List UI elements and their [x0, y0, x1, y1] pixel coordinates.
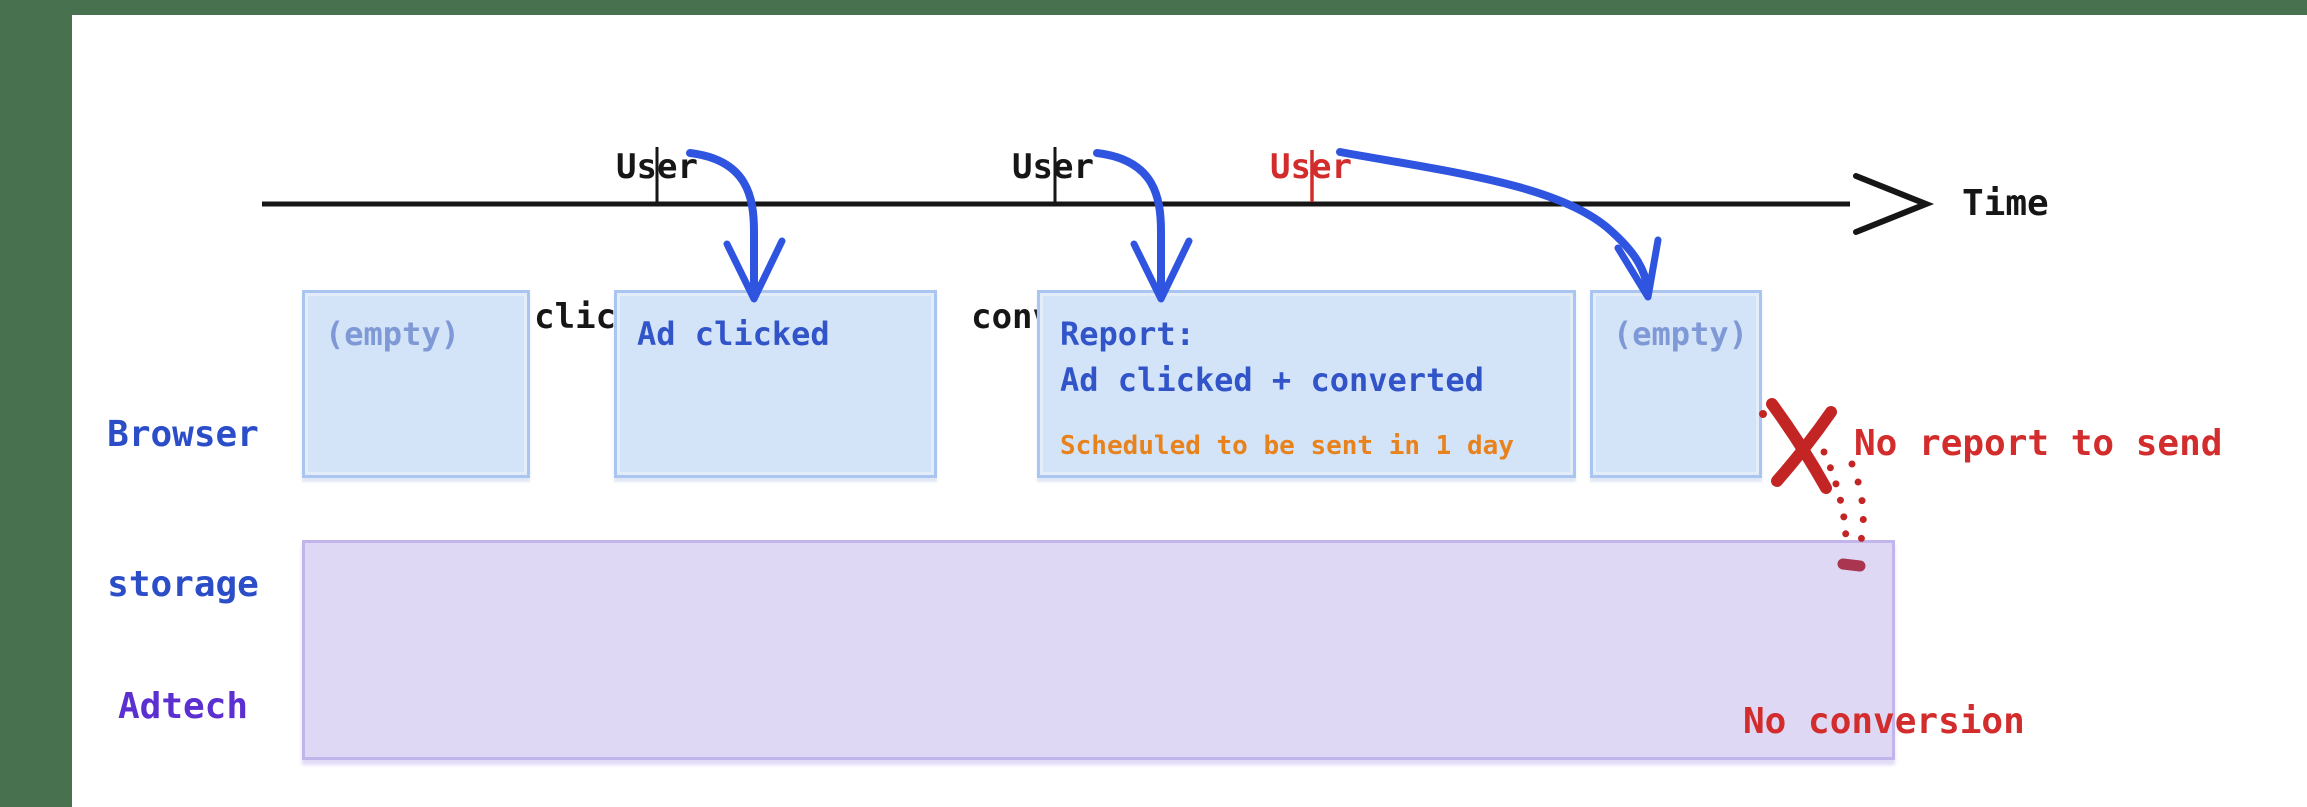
storage-box-schedule-note: Scheduled to be sent in 1 day — [1060, 431, 1514, 461]
storage-box-text: Report: — [1060, 315, 1195, 353]
no-report-annotation: No report to send — [1854, 423, 2223, 464]
no-conversion-line: No conversion — [1743, 701, 2025, 742]
storage-box-ad-clicked: Ad clicked — [614, 290, 937, 478]
row-label-line: Browser — [107, 414, 259, 455]
row-label-line: Adtech — [117, 686, 249, 727]
storage-box-text: Ad clicked — [637, 315, 830, 353]
adtech-server-row-label: Adtech server — [88, 582, 278, 807]
frame-left-border — [0, 0, 72, 807]
storage-box-text: (empty) — [1613, 315, 1748, 353]
storage-box-text: (empty) — [325, 315, 460, 353]
storage-box-empty-2: (empty) — [1590, 290, 1762, 478]
storage-box-text: Ad clicked + converted — [1060, 361, 1484, 399]
storage-box-report: Report: Ad clicked + converted Scheduled… — [1037, 290, 1576, 478]
no-conversion-annotation: No conversion reported to adtech — [1743, 592, 2133, 807]
x-mark-icon — [1759, 398, 1837, 494]
adtech-server-box — [302, 540, 1895, 760]
event-label-line: User — [616, 147, 698, 187]
browser-storage-row-label: Browser storage — [88, 310, 278, 710]
frame-top-border — [0, 0, 2307, 15]
event-label-line: User — [1270, 147, 1352, 187]
event-label-line: User — [1012, 147, 1094, 187]
storage-box-empty-1: (empty) — [302, 290, 530, 478]
row-label-line: storage — [107, 564, 259, 605]
time-axis-label: Time — [1962, 183, 2049, 224]
